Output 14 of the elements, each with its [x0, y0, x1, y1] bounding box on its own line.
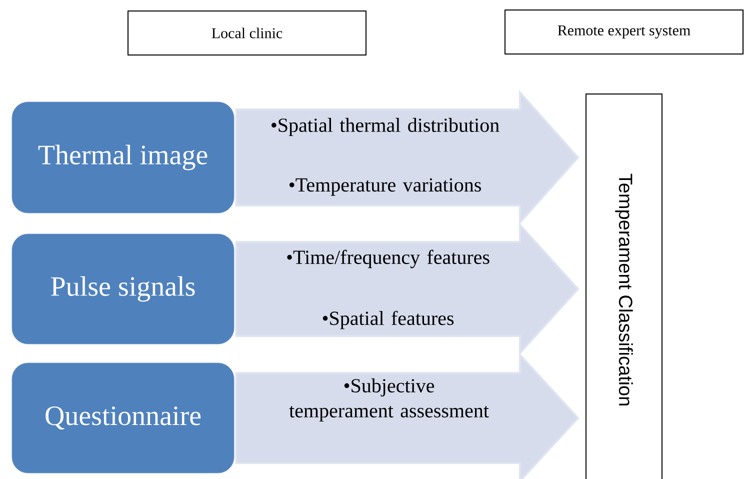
rounded-box: Pulse signals [12, 234, 234, 344]
bullet-text: •Spatial thermal distribution [272, 118, 500, 136]
bullet-text: •Spatial features [322, 310, 454, 330]
bullet-text: •Subjective temperament assessment [289, 378, 489, 422]
label-box: Temperament Classification [586, 94, 662, 479]
rounded-box: Questionnaire [12, 362, 234, 474]
label-box: Remote expert system [504, 10, 744, 54]
block-arrow [235, 352, 580, 479]
rounded-box: Thermal image [12, 102, 234, 214]
label-box: Local clinic [128, 10, 366, 56]
block-arrow [235, 90, 580, 226]
bullet-text: •Time/frequency features [287, 250, 490, 268]
block-arrow [235, 222, 580, 356]
bullet-text: •Temperature variations [289, 178, 481, 196]
